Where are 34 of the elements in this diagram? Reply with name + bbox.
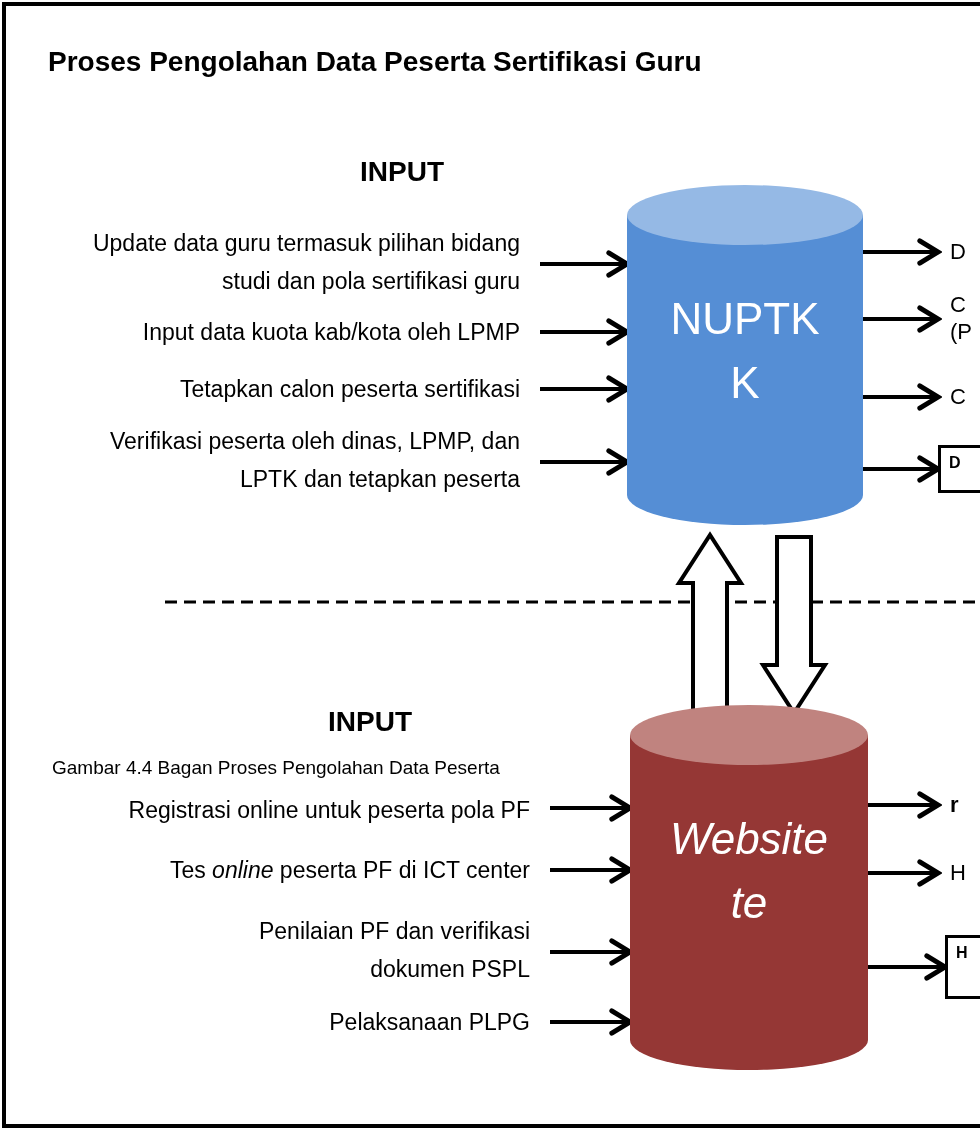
arrow (863, 455, 941, 483)
arrow (550, 856, 633, 884)
arrow (540, 375, 630, 403)
arrow (550, 1008, 633, 1036)
arrow (868, 953, 948, 981)
arrow (863, 305, 941, 333)
arrow (540, 250, 630, 278)
arrow (540, 318, 630, 346)
diagram-title: Proses Pengolahan Data Peserta Sertifikasi Guru (48, 46, 702, 78)
section-heading: INPUT (328, 706, 412, 738)
step-text: Update data guru termasuk pilihan bidang studi dan pola sertifikasi guru (60, 224, 520, 300)
arrow (868, 791, 941, 819)
arrow (550, 794, 633, 822)
output-box: H (945, 935, 980, 999)
output-text: H (950, 859, 980, 887)
step-text: Verifikasi peserta oleh dinas, LPMP, dan LPTK dan tetapkan peserta (55, 422, 520, 498)
step-text: Input data kuota kab/kota oleh LPMP (30, 313, 520, 351)
step-text: Penilaian PF dan verifikasi dokumen PSPL (180, 912, 530, 988)
output-text: C (P (950, 291, 980, 347)
arrow (550, 938, 633, 966)
output-text: C (950, 383, 980, 411)
arrow (863, 238, 941, 266)
step-text: Pelaksanaan PLPG (20, 1003, 530, 1041)
output-text: D (950, 238, 980, 266)
output-box: D (938, 445, 980, 493)
step-text: Tetapkan calon peserta sertifikasi (30, 370, 520, 408)
arrow (863, 383, 941, 411)
figure-caption: Gambar 4.4 Bagan Proses Pengolahan Data Peserta (52, 757, 500, 779)
step-text: Registrasi online untuk peserta pola PF (20, 791, 530, 825)
arrow (868, 859, 941, 887)
step-text: Tes online peserta PF di ICT center (20, 851, 530, 889)
section-heading: INPUT (360, 156, 444, 188)
arrow (540, 448, 630, 476)
output-text: r (950, 791, 980, 819)
